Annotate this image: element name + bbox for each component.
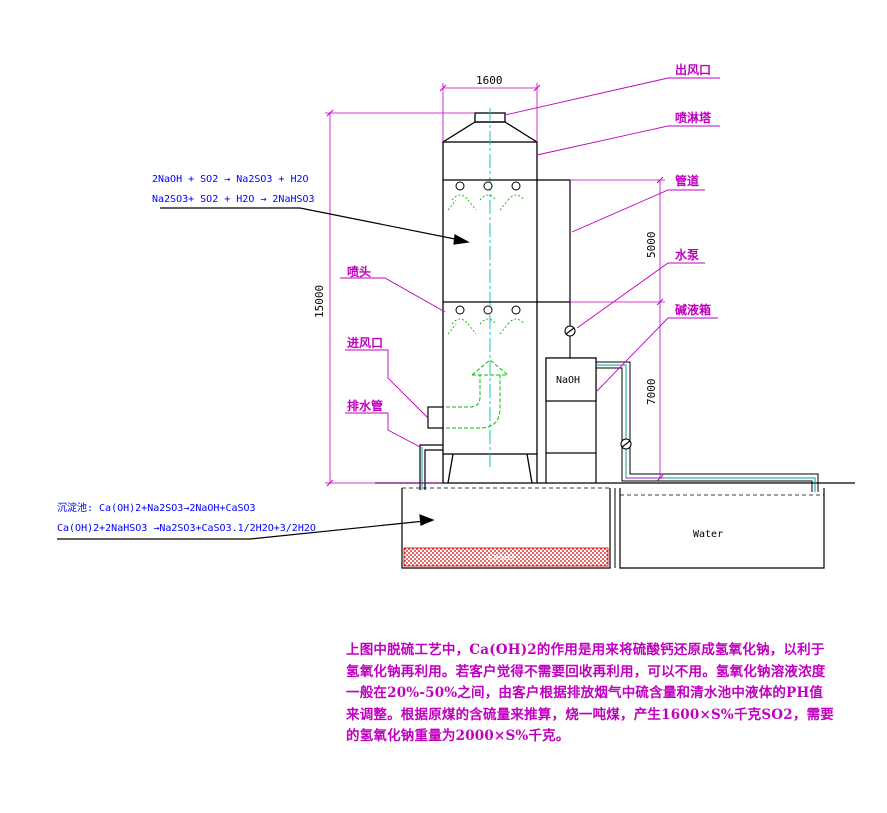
dimension-lines — [325, 83, 665, 484]
label-pump: 水泵 — [675, 247, 699, 262]
dim-upper-height: 5000 — [645, 232, 658, 259]
reaction-tower-1: 2NaOH + SO2 → Na2SO3 + H2O — [152, 174, 309, 185]
sediment-layer — [403, 547, 609, 567]
spray-pattern-lower — [447, 318, 525, 335]
return-pipe-outline — [596, 361, 819, 492]
label-tower: 喷淋塔 — [675, 110, 712, 125]
tank-naoh-label: NaOH — [556, 375, 580, 386]
drain-pipe — [419, 444, 443, 490]
leader-lines — [340, 77, 720, 448]
reaction-pool-2: Ca(OH)2+2NaHSO3 →Na2SO3+CaSO3.1/2H2O+3/2… — [57, 523, 316, 534]
spray-pattern-upper — [447, 194, 525, 211]
pump-lower — [620, 438, 632, 450]
alkali-tank — [545, 357, 597, 483]
nozzles-upper — [455, 181, 521, 191]
label-drain: 排水管 — [347, 398, 383, 413]
nozzles-lower — [455, 305, 521, 315]
clear-water-pool — [619, 488, 825, 569]
label-outlet: 出风口 — [675, 62, 711, 77]
dim-total-height: 15000 — [313, 285, 326, 318]
label-pipe: 管道 — [675, 173, 699, 188]
air-inlet — [427, 406, 444, 429]
spray-header-upper — [443, 179, 571, 325]
reaction-pool-1: 沉淀池: Ca(OH)2+Na2SO3→2NaOH+CaSO3 — [57, 501, 256, 514]
label-nozzle: 喷头 — [347, 264, 371, 279]
dimension-ticks — [326, 84, 664, 487]
dim-lower-height: 7000 — [645, 379, 658, 406]
arrow-pool — [57, 514, 435, 540]
pump-upper — [564, 325, 576, 358]
arrow-tower — [160, 207, 470, 245]
return-pipe — [596, 364, 816, 492]
label-inlet: 进风口 — [347, 335, 383, 350]
water-label: Water — [693, 529, 723, 540]
label-alkali-tank: 碱液箱 — [675, 302, 711, 317]
inlet-duct-internal — [428, 359, 509, 429]
sediment-label: CaSO3 — [488, 553, 515, 563]
reaction-tower-2: Na2SO3+ SO2 + H2O → 2NaHSO3 — [152, 194, 315, 205]
dim-width: 1600 — [476, 74, 503, 87]
process-note: 上图中脱硫工艺中，Ca(OH)2的作用是用来将硫酸钙还原成氢氧化钠，以利于氢氧化… — [346, 642, 834, 744]
sedimentation-pool — [401, 487, 611, 569]
